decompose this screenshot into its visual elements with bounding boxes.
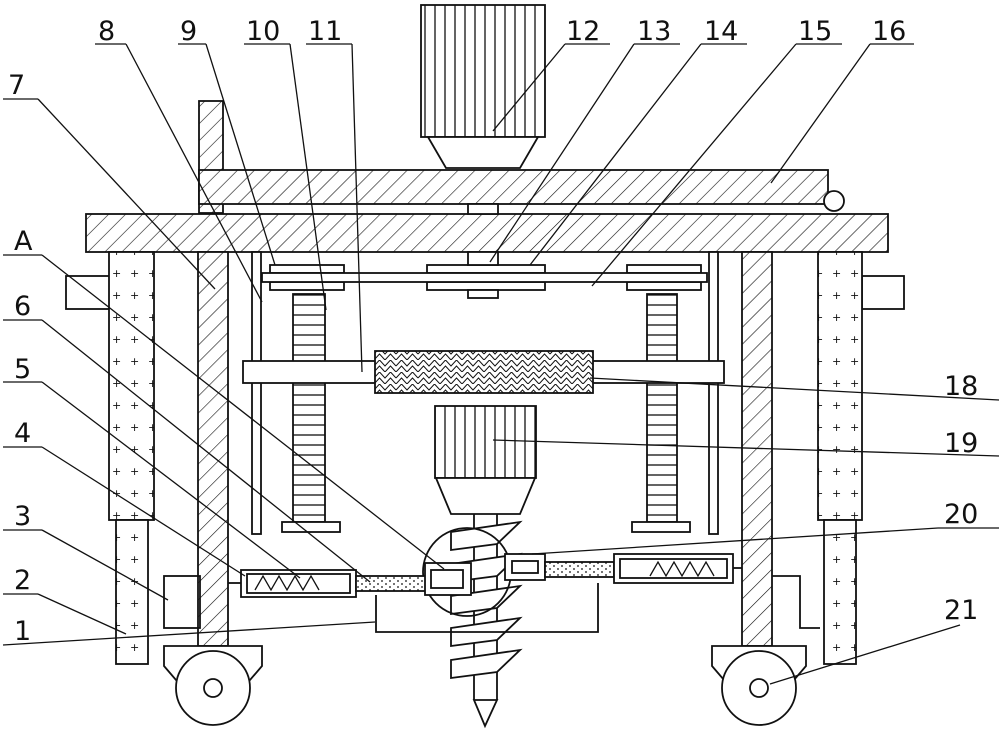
label-13: 13 <box>637 16 671 47</box>
left-lead-screw <box>281 293 341 533</box>
right-bracket <box>861 275 905 310</box>
label-5: 5 <box>14 354 31 385</box>
label-20: 20 <box>944 499 978 530</box>
label-6: 6 <box>14 291 31 322</box>
label-8: 8 <box>98 16 115 47</box>
top-plate <box>85 213 889 253</box>
label-7: 7 <box>8 70 25 101</box>
drill-motor <box>434 405 537 515</box>
push-handle <box>198 100 845 214</box>
label-11: 11 <box>308 16 342 47</box>
label-19: 19 <box>944 428 978 459</box>
clamp-assembly <box>163 553 820 633</box>
label-3: 3 <box>14 501 31 532</box>
label-9: 9 <box>180 16 197 47</box>
right-telescopic-leg <box>817 251 863 665</box>
label-14: 14 <box>704 16 738 47</box>
left-telescopic-leg <box>108 251 155 665</box>
label-10: 10 <box>246 16 280 47</box>
label-2: 2 <box>14 565 31 596</box>
label-18: 18 <box>944 371 978 402</box>
motor-shaft <box>467 203 499 215</box>
right-wheel <box>711 645 807 726</box>
label-4: 4 <box>14 418 31 449</box>
slide-block <box>374 350 594 394</box>
label-21: 21 <box>944 595 978 626</box>
leader-lines <box>2 43 1000 685</box>
auger-drill <box>450 514 523 729</box>
part-labels: 8 9 10 11 12 13 14 15 16 7 A 6 5 4 3 2 1… <box>8 16 978 647</box>
guide-rods <box>251 251 719 535</box>
label-1: 1 <box>14 616 31 647</box>
belt-drive <box>261 251 708 299</box>
left-bracket <box>65 275 111 310</box>
label-16: 16 <box>872 16 906 47</box>
label-15: 15 <box>798 16 832 47</box>
top-motor <box>420 4 546 169</box>
right-lead-screw <box>631 293 691 533</box>
label-a: A <box>14 226 33 257</box>
left-wheel <box>163 645 263 726</box>
label-12: 12 <box>566 16 600 47</box>
